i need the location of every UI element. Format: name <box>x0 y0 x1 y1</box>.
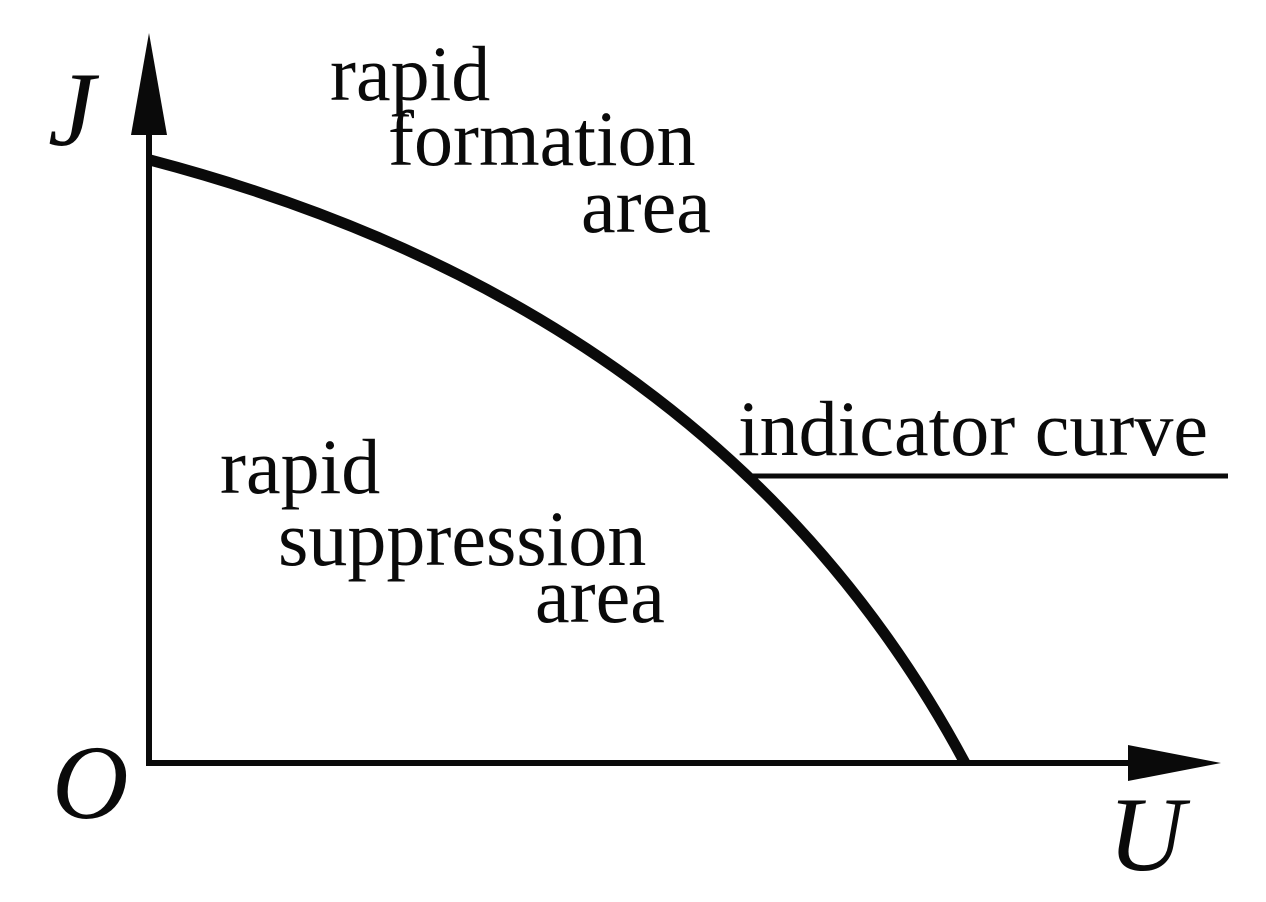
formation-area-label-line1: rapid <box>330 30 491 117</box>
suppression-area-label-line2: suppression <box>278 495 647 582</box>
suppression-area-label-line3: area <box>535 552 665 639</box>
y-axis-label: J <box>48 51 96 168</box>
suppression-area-label-line1: rapid <box>220 423 381 510</box>
formation-area-label-line3: area <box>581 162 711 249</box>
origin-label: O <box>52 724 129 841</box>
curve-label: indicator curve <box>738 385 1208 472</box>
formation-area-label-line2: formation <box>388 95 696 182</box>
x-axis-arrowhead-icon <box>1128 745 1221 781</box>
indicator-curve-path <box>148 154 970 766</box>
x-axis-label: U <box>1108 776 1185 893</box>
y-axis-arrowhead-icon <box>131 33 167 135</box>
